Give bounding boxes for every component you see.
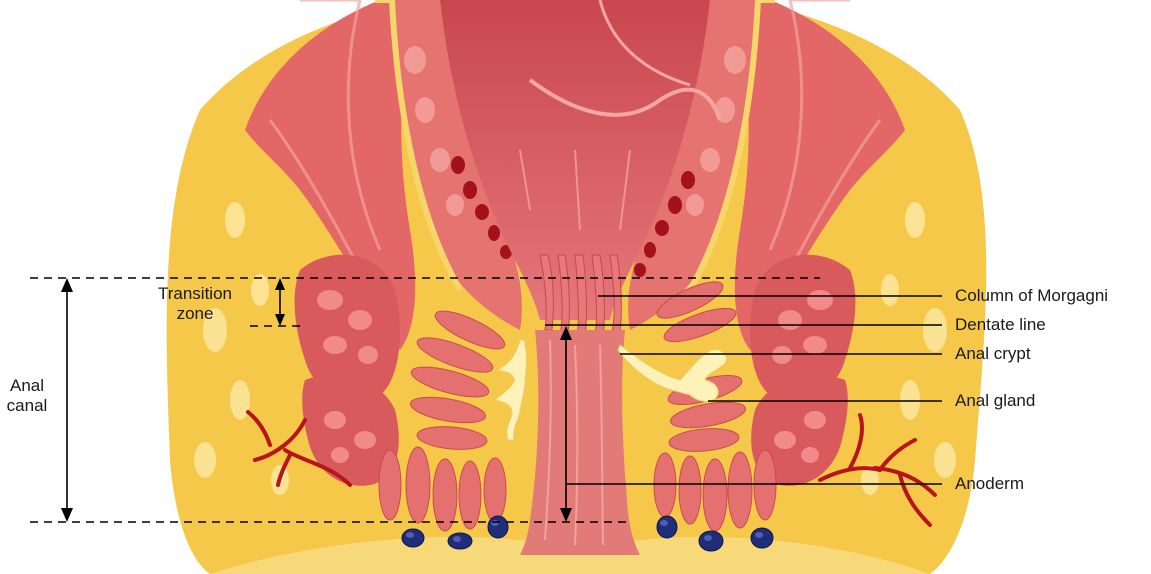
anal-canal-line2: canal	[2, 396, 52, 416]
transition-zone-label: Transition zone	[150, 284, 240, 324]
dentate-line-label: Dentate line	[955, 315, 1046, 335]
anoderm-label: Anoderm	[955, 474, 1024, 494]
anal-canal-label: Anal canal	[2, 376, 52, 416]
anal-gland-label: Anal gland	[955, 391, 1035, 411]
column-of-morgagni-label: Column of Morgagni	[955, 286, 1108, 306]
transition-zone-line1: Transition	[150, 284, 240, 304]
anal-crypt-label: Anal crypt	[955, 344, 1031, 364]
anal-canal-line1: Anal	[2, 376, 52, 396]
transition-zone-line2: zone	[150, 304, 240, 324]
